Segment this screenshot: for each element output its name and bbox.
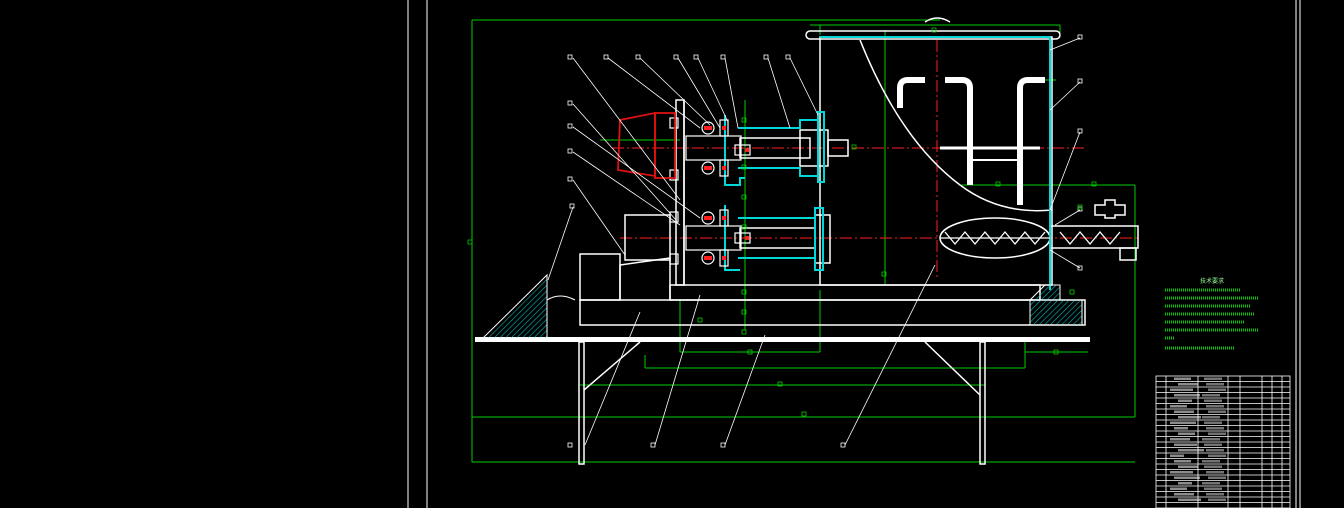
title-block-cell-text <box>1204 421 1222 424</box>
title-block-cell-text <box>1206 449 1224 452</box>
title-block-cell-text <box>1208 454 1226 457</box>
machine-frame <box>475 17 1139 465</box>
title-block-cell-text <box>1178 432 1195 435</box>
title-block-cell-text <box>1202 438 1220 441</box>
title-block-cell-text <box>1206 493 1224 496</box>
sheet-border <box>407 0 1301 508</box>
title-block-cell-text <box>1206 427 1224 430</box>
leader-lines <box>547 37 1081 446</box>
drive-motor <box>617 111 676 179</box>
title-block-cell-text <box>1202 394 1220 397</box>
title-block-cell-text <box>1178 399 1192 402</box>
shaft-assembly <box>724 36 1051 290</box>
title-block-cell-text <box>1174 377 1191 380</box>
title-block-cell-text <box>1178 416 1201 419</box>
title-block-cell-text <box>1208 476 1226 479</box>
title-block-cell-text <box>1174 460 1191 463</box>
title-block-cell-text <box>1208 498 1226 501</box>
title-block-cell-text <box>1206 383 1224 386</box>
title-block-cell-text <box>1206 471 1224 474</box>
dimension-markers <box>467 27 1097 417</box>
bearings <box>669 117 751 267</box>
title-block-cell-text <box>1202 460 1220 463</box>
title-block-cell-text <box>1208 432 1226 435</box>
title-block-cell-text <box>1178 465 1198 468</box>
title-block-cell-text <box>1204 465 1222 468</box>
support-wedges <box>481 273 1083 339</box>
title-block-cell-text <box>1170 438 1190 441</box>
title-block-cell-text <box>1204 487 1222 490</box>
title-block-cell-text <box>1170 388 1193 391</box>
title-block-cell-text <box>1178 482 1192 485</box>
title-block-cell-text <box>1174 394 1200 397</box>
title-block-cell-text <box>1208 410 1226 413</box>
title-block-cell-text <box>1202 416 1220 419</box>
title-block-cell-text <box>1170 421 1196 424</box>
title-block-cell-text <box>1170 487 1187 490</box>
title-block-cell-text <box>1174 427 1188 430</box>
title-block-cell-text <box>1204 399 1222 402</box>
title-block-cell-text <box>1170 405 1187 408</box>
technical-notes: 技术要求 <box>1165 277 1258 350</box>
title-block-cell-text <box>1178 498 1201 501</box>
title-block-cell-text <box>1174 443 1197 446</box>
title-block-cell-text <box>1202 482 1220 485</box>
title-block-cell-text <box>1174 410 1194 413</box>
discharge-auger <box>940 230 1121 246</box>
title-block-cell-text <box>1208 388 1226 391</box>
part-balloons <box>567 34 1083 448</box>
notes-title: 技术要求 <box>1200 277 1224 285</box>
title-block-cell-text <box>1174 476 1200 479</box>
title-block-cell-text <box>1178 449 1204 452</box>
title-block-cell-text <box>1174 493 1194 496</box>
title-block-cell-text <box>1204 377 1222 380</box>
title-block-cell-text <box>1170 471 1193 474</box>
title-block-cell-text <box>1204 443 1222 446</box>
title-block <box>1155 375 1291 508</box>
title-block-cell-text <box>1178 383 1198 386</box>
title-block-cell-text <box>1206 405 1224 408</box>
title-block-cell-text <box>1170 454 1184 457</box>
